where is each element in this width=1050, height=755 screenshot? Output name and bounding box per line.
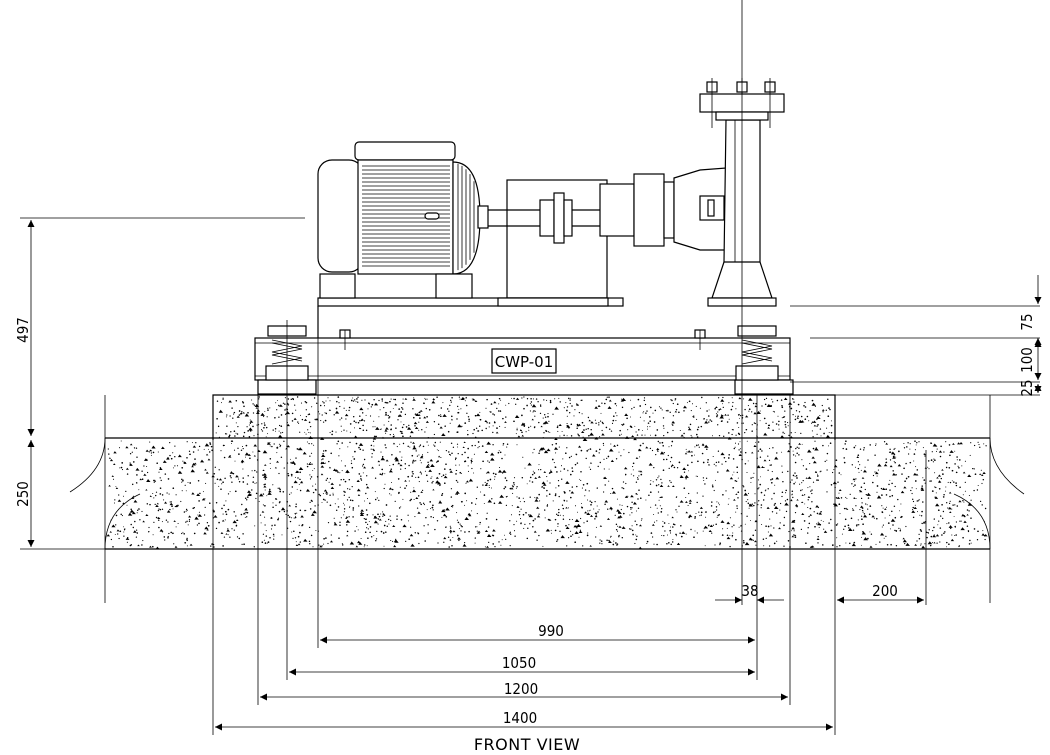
- bolt: [694, 329, 706, 350]
- extension-lines: [20, 128, 1040, 735]
- dimension-38: 38: [715, 582, 784, 604]
- concrete-foundation: [69, 394, 1025, 550]
- dimension-1200: 1200: [260, 680, 788, 701]
- dim-1050-label: 1050: [502, 654, 536, 672]
- dimension-200: 200: [837, 582, 924, 604]
- dimension-1050: 1050: [289, 654, 755, 676]
- dim-100-label: 100: [1018, 347, 1036, 373]
- dim-1200-label: 1200: [504, 680, 538, 698]
- equipment-tag: CWP-01: [491, 348, 557, 374]
- motor: [317, 141, 489, 299]
- base-frame: CWP-01: [254, 297, 794, 395]
- dim-1400-label: 1400: [503, 709, 537, 727]
- dim-25-label: 25: [1018, 379, 1036, 396]
- flange-bolts: [706, 78, 776, 128]
- dimension-1400: 1400: [215, 709, 833, 731]
- pump: [599, 0, 785, 307]
- equipment-tag-label: CWP-01: [495, 353, 554, 371]
- concrete-hatch: [106, 396, 988, 550]
- bolt: [339, 329, 351, 350]
- spring-isolator-left: [265, 320, 309, 394]
- dim-497-label: 497: [14, 317, 32, 343]
- dimension-25: 25: [1018, 379, 1042, 397]
- dimension-990: 990: [320, 622, 755, 644]
- coupling: [488, 179, 609, 307]
- dimension-497: 497: [14, 220, 35, 436]
- view-title: FRONT VIEW: [474, 735, 580, 754]
- dimension-75: 75: [1018, 275, 1042, 345]
- spring-isolator-right: [735, 325, 779, 381]
- dim-990-label: 990: [538, 622, 564, 640]
- dimension-250: 250: [14, 440, 35, 547]
- dim-200-label: 200: [872, 582, 898, 600]
- dim-38-label: 38: [741, 582, 758, 600]
- dim-75-label: 75: [1018, 313, 1036, 330]
- dimension-100: 100: [1018, 340, 1042, 380]
- dim-250-label: 250: [14, 481, 32, 507]
